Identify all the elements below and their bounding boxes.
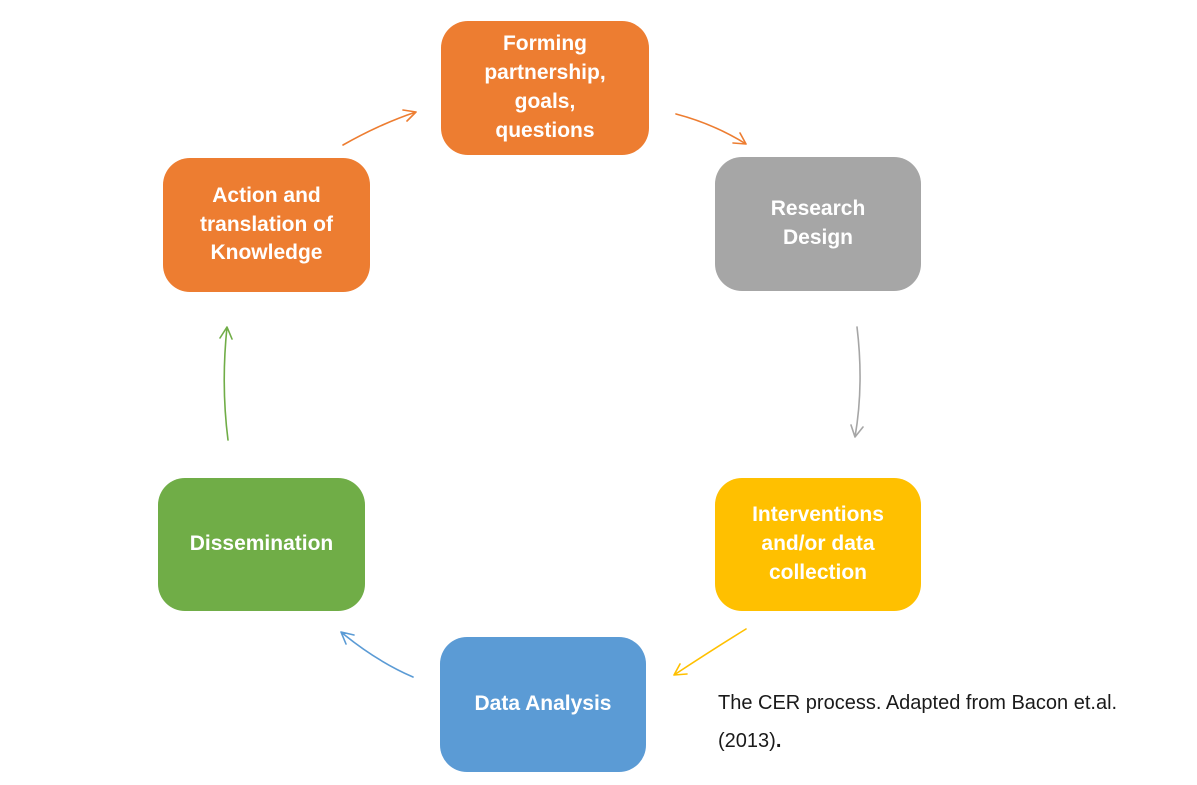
arrow-research-to-interventions: [850, 326, 864, 438]
arrow-action-to-forming: [342, 109, 417, 146]
node-research-design: Research Design: [715, 157, 921, 291]
node-forming-partnership: Forming partnership, goals, questions: [441, 21, 649, 155]
node-data-analysis: Data Analysis: [440, 637, 646, 772]
node-action-translation-knowledge: Action and translation of Knowledge: [163, 158, 370, 292]
arrow-dissemination-to-action: [219, 326, 233, 441]
arrow-data-analysis-to-dissemination: [340, 631, 414, 678]
caption-line1: The CER process. Adapted from Bacon et.a…: [718, 692, 1118, 714]
caption-line2-period: .: [775, 730, 782, 752]
node-label: Dissemination: [189, 532, 334, 556]
arrow-interventions-to-data-analysis: [673, 628, 747, 676]
figure-caption: The CER process. Adapted from Bacon et.a…: [718, 684, 1178, 760]
node-label: Data Analysis: [474, 692, 612, 716]
caption-line2: (2013): [718, 730, 776, 752]
node-label: Action and translation of Knowledge: [199, 183, 333, 265]
node-label: Research Design: [770, 197, 866, 249]
node-label: Interventions and/or data collection: [752, 503, 884, 584]
node-label: Forming partnership, goals, questions: [484, 32, 606, 142]
node-interventions-data-collection: Interventions and/or data collection: [715, 478, 921, 611]
arrow-forming-to-research: [675, 113, 747, 145]
node-dissemination: Dissemination: [158, 478, 365, 611]
